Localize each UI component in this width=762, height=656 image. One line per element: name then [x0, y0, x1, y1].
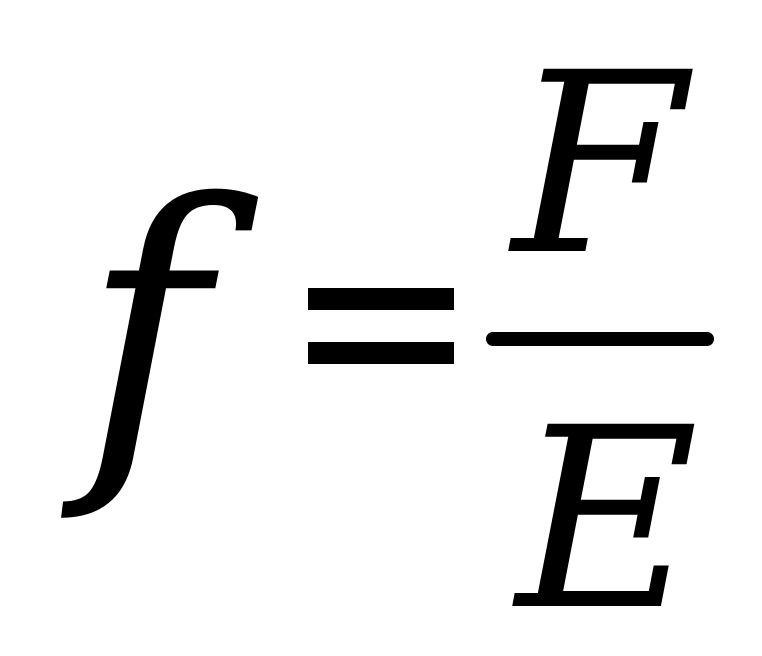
fraction-numerator: F	[512, 19, 686, 310]
formula-lhs-variable: f	[82, 132, 208, 528]
equals-sign-bottom-bar	[308, 342, 454, 364]
fraction-bar	[486, 332, 714, 346]
equals-sign-top-bar	[308, 288, 454, 310]
fraction-denominator: E	[516, 374, 699, 656]
